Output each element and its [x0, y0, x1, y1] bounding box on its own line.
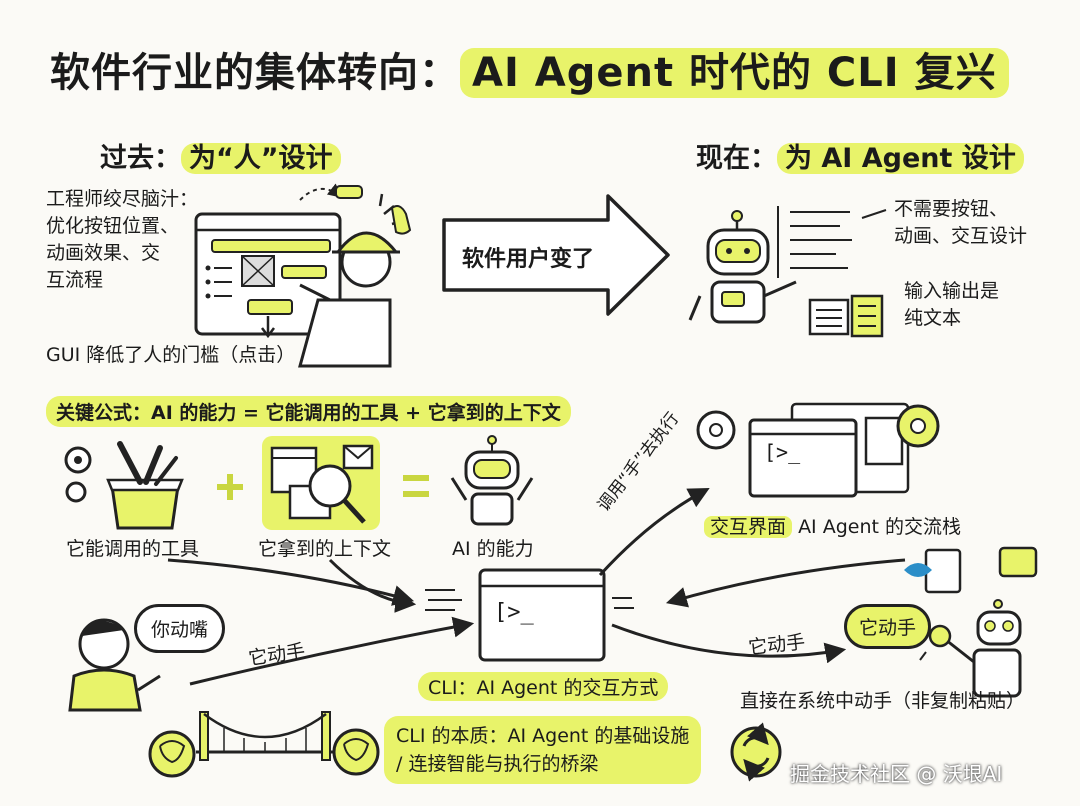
watermark: 掘金技术社区 @ 沃垠AI — [790, 762, 1003, 786]
now-note-line: 输入输出是 — [904, 280, 1000, 302]
past-desc-line: 优化按钮位置、 — [46, 215, 180, 237]
cli-terminal-illustration — [425, 568, 634, 662]
interface-terminal-prompt: [>_ — [764, 440, 801, 464]
essence-box: CLI 的本质：AI Agent 的基础设施 / 连接智能与执行的桥梁 — [384, 716, 702, 784]
essence-line1: CLI 的本质：AI Agent 的基础设施 — [396, 725, 690, 747]
now-heading: 现在：为 AI Agent 设计 — [696, 136, 1024, 175]
interface-caption-rest: AI Agent 的交流栈 — [798, 516, 961, 538]
flow-arrows — [167, 488, 906, 686]
robot-ability-illustration — [450, 435, 534, 526]
page-title: 软件行业的集体转向：AI Agent 时代的 CLI 复兴 — [50, 40, 1009, 98]
now-note-line: 动画、交互设计 — [894, 225, 1028, 247]
gui-note: GUI 降低了人的门槛（点击） — [46, 344, 296, 366]
essence-line2: / 连接智能与执行的桥梁 — [396, 753, 599, 775]
now-note-line: 纯文本 — [904, 307, 962, 329]
past-desc-line: 工程师绞尽脑汁： — [46, 188, 199, 210]
title-part2: AI Agent 时代的 CLI 复兴 — [460, 48, 1009, 98]
person-illustration — [68, 618, 161, 712]
cli-caption: CLI：AI Agent 的交互方式 — [418, 672, 669, 701]
past-heading: 过去：为“人”设计 — [100, 136, 341, 175]
tools-label: 它能调用的工具 — [66, 538, 200, 560]
transition-arrow-label: 软件用户变了 — [462, 247, 595, 272]
agent-action-caption: 直接在系统中动手（非复制粘贴） — [740, 690, 1026, 712]
robot-now-illustration — [688, 206, 887, 338]
title-part1: 软件行业的集体转向： — [50, 50, 460, 96]
context-label: 它拿到的上下文 — [258, 538, 392, 560]
toolbox-illustration — [64, 441, 184, 530]
now-note-plain-text: 输入输出是 纯文本 — [904, 278, 999, 332]
ability-label: AI 的能力 — [452, 538, 534, 560]
context-illustration — [262, 436, 380, 530]
interface-terminal-illustration — [696, 402, 940, 498]
human-speech-bubble: 你动嘴 — [134, 604, 226, 653]
gui-window-illustration — [194, 183, 363, 339]
interface-caption-highlight: 交互界面 — [704, 516, 793, 538]
now-note-no-ui: 不需要按钮、 动画、交互设计 — [894, 196, 1027, 250]
key-formula: 关键公式：AI 的能力 = 它能调用的工具 + 它拿到的上下文 — [46, 396, 571, 427]
now-heading-highlight: 为 AI Agent 设计 — [777, 143, 1024, 174]
past-description: 工程师绞尽脑汁： 优化按钮位置、 动画效果、交 互流程 — [46, 186, 198, 294]
formula-plus-equals — [217, 474, 429, 500]
sync-icon — [730, 722, 782, 782]
now-heading-prefix: 现在： — [696, 143, 777, 174]
engineer-figure — [298, 193, 412, 368]
big-transition-arrow — [442, 194, 670, 316]
past-heading-prefix: 过去： — [100, 143, 181, 174]
past-desc-line: 动画效果、交 — [46, 242, 161, 264]
bridge-illustration — [148, 711, 380, 778]
cli-terminal-prompt: [>_ — [494, 600, 534, 625]
past-desc-line: 互流程 — [46, 269, 104, 291]
past-heading-highlight: 为“人”设计 — [181, 143, 341, 174]
now-note-line: 不需要按钮、 — [894, 198, 1009, 220]
agent-speech-bubble: 它动手 — [844, 604, 932, 649]
interface-caption: 交互界面 AI Agent 的交流栈 — [704, 512, 961, 539]
